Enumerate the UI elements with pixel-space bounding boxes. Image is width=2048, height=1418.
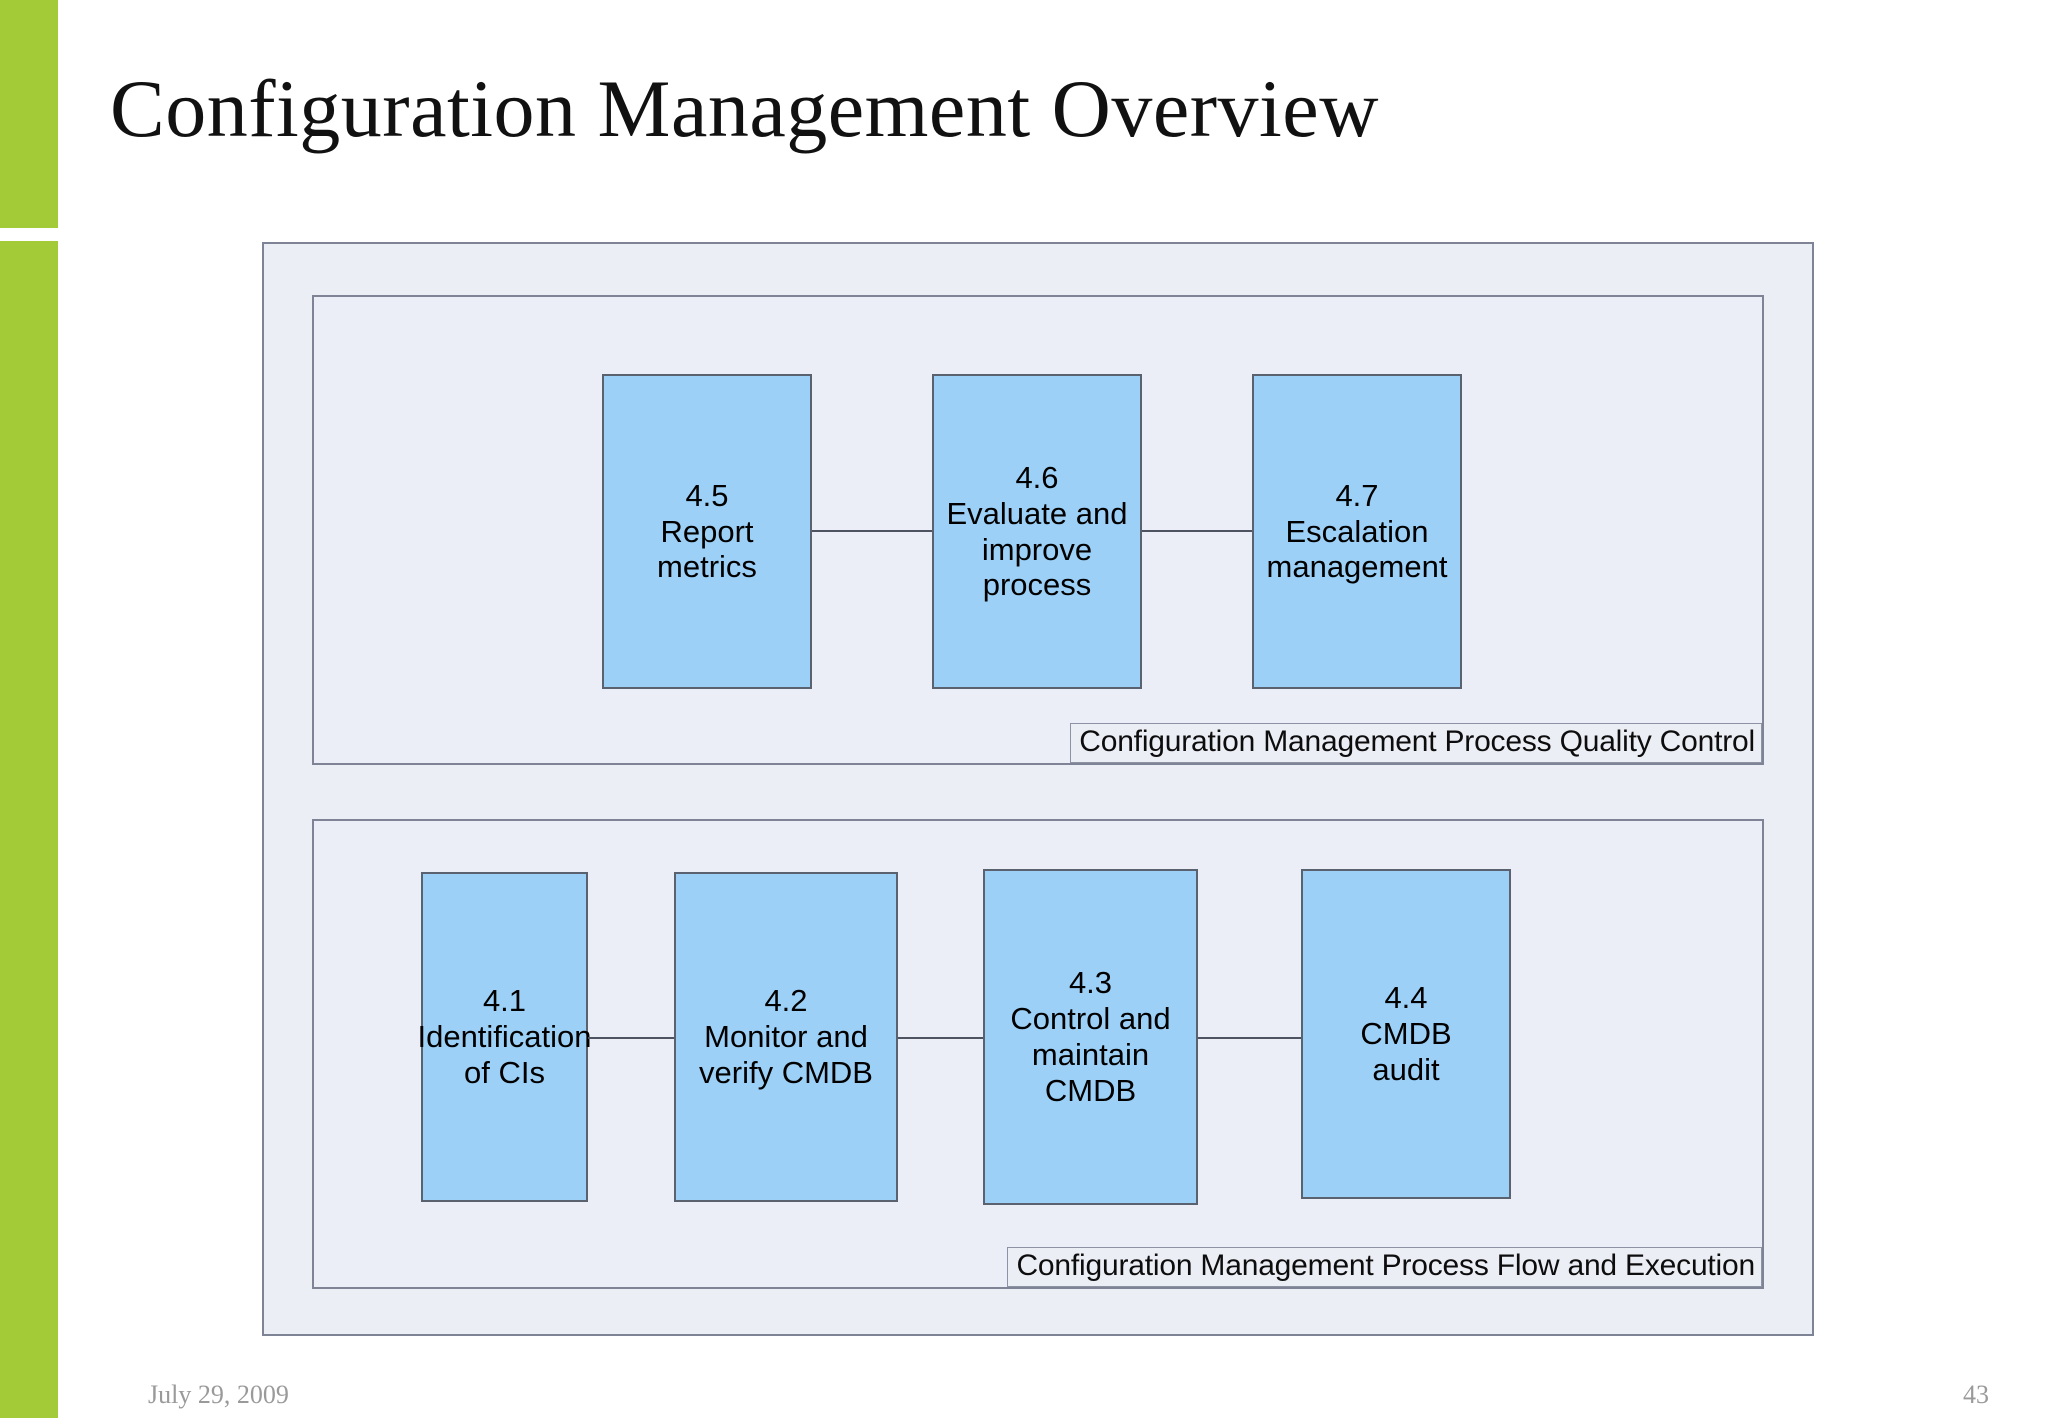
process-box-label: Escalation management (1266, 513, 1448, 585)
process-box-label: Control and maintain CMDB (1010, 1001, 1171, 1108)
process-box-number: 4.7 (1335, 477, 1379, 513)
process-box-label: CMDB audit (1360, 1016, 1452, 1087)
process-box-label: Evaluate and improve process (946, 495, 1128, 603)
process-box-label: Monitor and verify CMDB (699, 1019, 873, 1090)
connector-4-3-to-4-4 (1198, 1037, 1301, 1039)
group-caption-flow-execution: Configuration Management Process Flow an… (1007, 1247, 1762, 1287)
process-box-number: 4.2 (764, 983, 808, 1019)
process-box-4-5[interactable]: 4.5 Report metrics (602, 374, 812, 689)
footer-page-number: 43 (1963, 1380, 1989, 1409)
process-box-number: 4.1 (482, 983, 527, 1019)
process-box-number: 4.6 (1015, 459, 1059, 495)
process-box-4-4[interactable]: 4.4 CMDB audit (1301, 869, 1511, 1199)
group-caption-quality-control: Configuration Management Process Quality… (1070, 723, 1762, 763)
connector-4-5-to-4-6 (812, 530, 932, 532)
diagram-container: 4.5 Report metrics 4.6 Evaluate and impr… (262, 242, 1814, 1336)
page-title: Configuration Management Overview (110, 63, 1379, 154)
process-box-label: Identification of CIs (417, 1019, 592, 1090)
connector-4-6-to-4-7 (1142, 530, 1252, 532)
footer-date: July 29, 2009 (148, 1380, 289, 1409)
accent-bar-bottom (0, 241, 58, 1418)
connector-4-2-to-4-3 (898, 1037, 983, 1039)
process-box-number: 4.4 (1384, 980, 1428, 1016)
connector-4-1-to-4-2 (588, 1037, 674, 1039)
group-quality-control: 4.5 Report metrics 4.6 Evaluate and impr… (312, 295, 1764, 765)
process-box-4-1[interactable]: 4.1 Identification of CIs (417, 872, 592, 1202)
process-box-label: Report metrics (657, 513, 757, 585)
process-box-number: 4.5 (685, 477, 729, 513)
group-flow-execution: 4.1 Identification of CIs 4.2 Monitor an… (312, 819, 1764, 1289)
process-box-4-3[interactable]: 4.3 Control and maintain CMDB (983, 869, 1198, 1205)
process-box-number: 4.3 (1068, 965, 1113, 1001)
process-box-4-2[interactable]: 4.2 Monitor and verify CMDB (674, 872, 898, 1202)
process-box-4-7[interactable]: 4.7 Escalation management (1252, 374, 1462, 689)
process-box-4-6[interactable]: 4.6 Evaluate and improve process (932, 374, 1142, 689)
accent-bar-top (0, 0, 58, 228)
